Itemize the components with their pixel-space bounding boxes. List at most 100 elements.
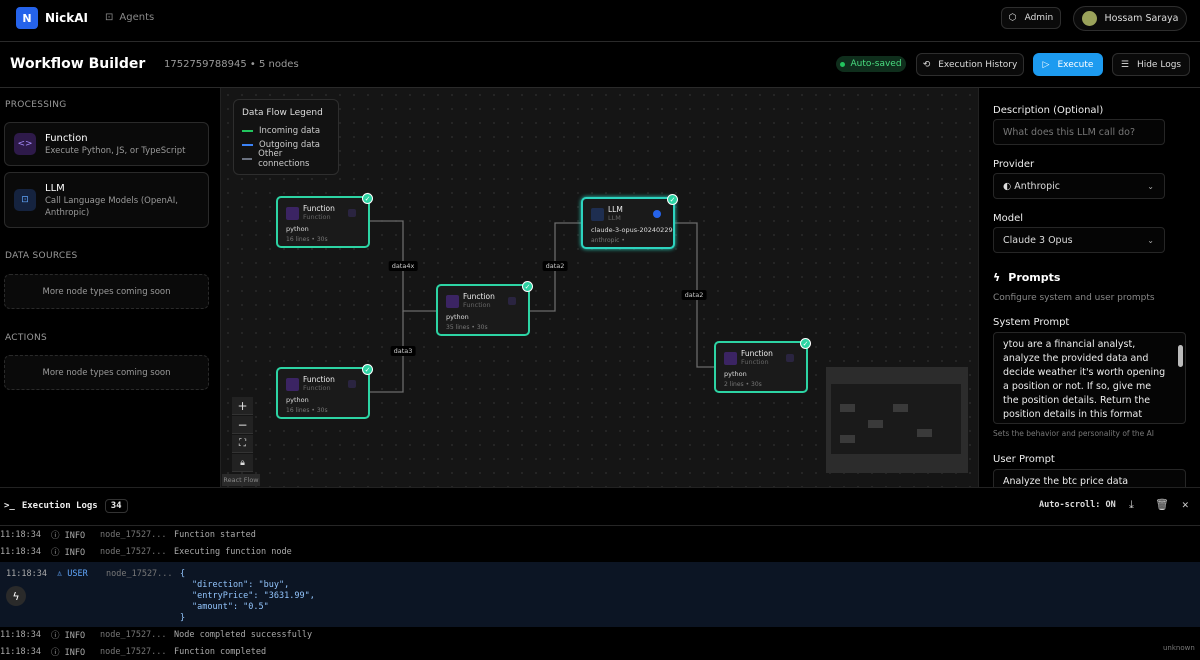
autoscroll-toggle[interactable]: Auto-scroll: ON xyxy=(1039,500,1116,510)
legend-label: Outgoing data xyxy=(259,140,320,150)
user-prompt-textarea[interactable]: Analyze the btc price data xyxy=(993,469,1186,487)
legend-other: Other connections xyxy=(242,149,330,169)
section-actions: ACTIONS xyxy=(5,333,48,343)
user-prompt-label: User Prompt xyxy=(993,454,1055,465)
log-time: 11:18:34 xyxy=(0,647,41,657)
robot-icon: ⊡ xyxy=(105,12,114,23)
zap-fab-icon[interactable]: ϟ xyxy=(6,586,26,606)
nav-agents-label: Agents xyxy=(119,12,155,23)
node-title: Function xyxy=(463,292,495,301)
legend-label: Incoming data xyxy=(259,126,321,136)
node-meta: 16 lines • 30s xyxy=(286,407,328,414)
palette-llm-desc: Call Language Models (OpenAI, Anthropic) xyxy=(45,196,178,218)
zoom-in-button[interactable]: + xyxy=(232,397,253,415)
react-flow-attribution[interactable]: React Flow xyxy=(222,474,260,486)
system-prompt-textarea[interactable]: ytou are a financial analyst, analyze th… xyxy=(993,332,1186,424)
node-title: Function xyxy=(741,349,773,358)
node-language: python xyxy=(286,396,309,404)
check-icon: ✓ xyxy=(800,338,811,349)
node-title: Function xyxy=(303,204,335,213)
trash-icon[interactable]: 🗑︎ xyxy=(1155,498,1169,511)
log-node: node_17527... xyxy=(100,630,167,640)
list-icon: ☰ xyxy=(1120,59,1129,70)
legend-label: Other connections xyxy=(258,149,310,169)
provider-label: Provider xyxy=(993,159,1035,170)
node-meta: 16 lines • 30s xyxy=(286,236,328,243)
node-subtitle: LLM xyxy=(608,214,621,222)
check-icon: ✓ xyxy=(522,281,533,292)
node-language: python xyxy=(446,313,469,321)
autosaved-label: Auto-saved xyxy=(850,59,902,69)
code-icon xyxy=(446,295,459,308)
palette-llm-title: LLM xyxy=(45,183,65,194)
shield-icon: ⬡ xyxy=(1008,13,1017,23)
check-icon: ✓ xyxy=(362,193,373,204)
hide-logs-button[interactable]: ☰ Hide Logs xyxy=(1112,53,1190,76)
execution-history-button[interactable]: ⟲Execution History xyxy=(916,53,1024,76)
lock-button[interactable]: 🔒︎ xyxy=(232,454,253,472)
palette-function[interactable]: <> Function Execute Python, JS, or TypeS… xyxy=(4,122,209,166)
download-icon[interactable]: ⤓ xyxy=(1129,498,1134,511)
minimap[interactable] xyxy=(826,367,968,473)
log-json-line: } xyxy=(180,613,186,623)
logs-title-label: Execution Logs xyxy=(21,501,98,511)
legend-incoming: Incoming data xyxy=(242,124,330,138)
log-message: Function completed xyxy=(174,647,267,657)
user-menu[interactable]: Hossam Saraya xyxy=(1073,6,1187,31)
log-time: 11:18:34 xyxy=(6,569,47,579)
model-value: Claude 3 Opus xyxy=(1003,234,1073,246)
robot-icon: ⊡ xyxy=(14,189,36,211)
avatar xyxy=(1081,11,1097,26)
description-input[interactable]: What does this LLM call do? xyxy=(993,119,1165,145)
check-icon: ✓ xyxy=(362,364,373,375)
node-model: claude-3-opus-20240229 xyxy=(591,226,673,234)
user-prompt-text: Analyze the btc price data xyxy=(1003,476,1129,487)
log-node: node_17527... xyxy=(100,530,167,540)
admin-label: Admin xyxy=(1024,13,1054,23)
admin-button[interactable]: ⬡ Admin xyxy=(1001,7,1061,29)
provider-value: Anthropic xyxy=(1014,180,1060,192)
coming-soon-actions: More node types coming soon xyxy=(4,355,209,390)
node-palette: PROCESSING <> Function Execute Python, J… xyxy=(0,88,221,487)
hide-logs-label: Hide Logs xyxy=(1136,59,1182,70)
anthropic-icon: ◐ xyxy=(1003,180,1012,192)
palette-llm[interactable]: ⊡ LLM Call Language Models (OpenAI, Anth… xyxy=(4,172,209,228)
edge-label: data2 xyxy=(681,290,707,300)
close-icon[interactable]: ✕ xyxy=(1182,498,1189,511)
provider-select[interactable]: ◐Anthropic ⌄ xyxy=(993,173,1165,199)
fit-view-button[interactable]: ⛶ xyxy=(232,435,253,453)
brand-name[interactable]: NickAI xyxy=(45,11,89,25)
check-icon: ✓ xyxy=(667,194,678,205)
legend-outgoing: Outgoing data xyxy=(242,138,330,152)
app-logo[interactable]: N xyxy=(16,7,38,29)
workflow-canvas[interactable]: data4x data3 data2 data2 Data Flow Legen… xyxy=(221,88,978,487)
workflow-meta: 1752759788945 • 5 nodes xyxy=(164,59,299,70)
nav-agents[interactable]: ⊡ Agents xyxy=(105,12,154,23)
node-language: python xyxy=(286,225,309,233)
scrollbar[interactable] xyxy=(1178,345,1183,367)
zoom-out-button[interactable]: − xyxy=(232,416,253,434)
lock-icon: 🔒︎ xyxy=(240,457,245,468)
log-node: node_17527... xyxy=(106,569,173,579)
log-message: Function started xyxy=(174,530,256,540)
coming-soon-data-sources: More node types coming soon xyxy=(4,274,209,309)
log-level: ⓘ INFO xyxy=(51,631,86,641)
chevron-down-icon: ⌄ xyxy=(1147,181,1154,191)
palette-function-desc: Execute Python, JS, or TypeScript xyxy=(45,146,186,156)
data-flow-legend: Data Flow Legend Incoming data Outgoing … xyxy=(233,99,339,175)
execute-button[interactable]: ▷Execute xyxy=(1033,53,1103,76)
edge[interactable] xyxy=(369,311,404,393)
log-time: 11:18:34 xyxy=(0,530,41,540)
log-json-line: "amount": "0.5" xyxy=(192,602,269,612)
model-select[interactable]: Claude 3 Opus⌄ xyxy=(993,227,1165,253)
log-json-line: "entryPrice": "3631.99", xyxy=(192,591,315,601)
node-subtitle: Function xyxy=(463,301,491,309)
